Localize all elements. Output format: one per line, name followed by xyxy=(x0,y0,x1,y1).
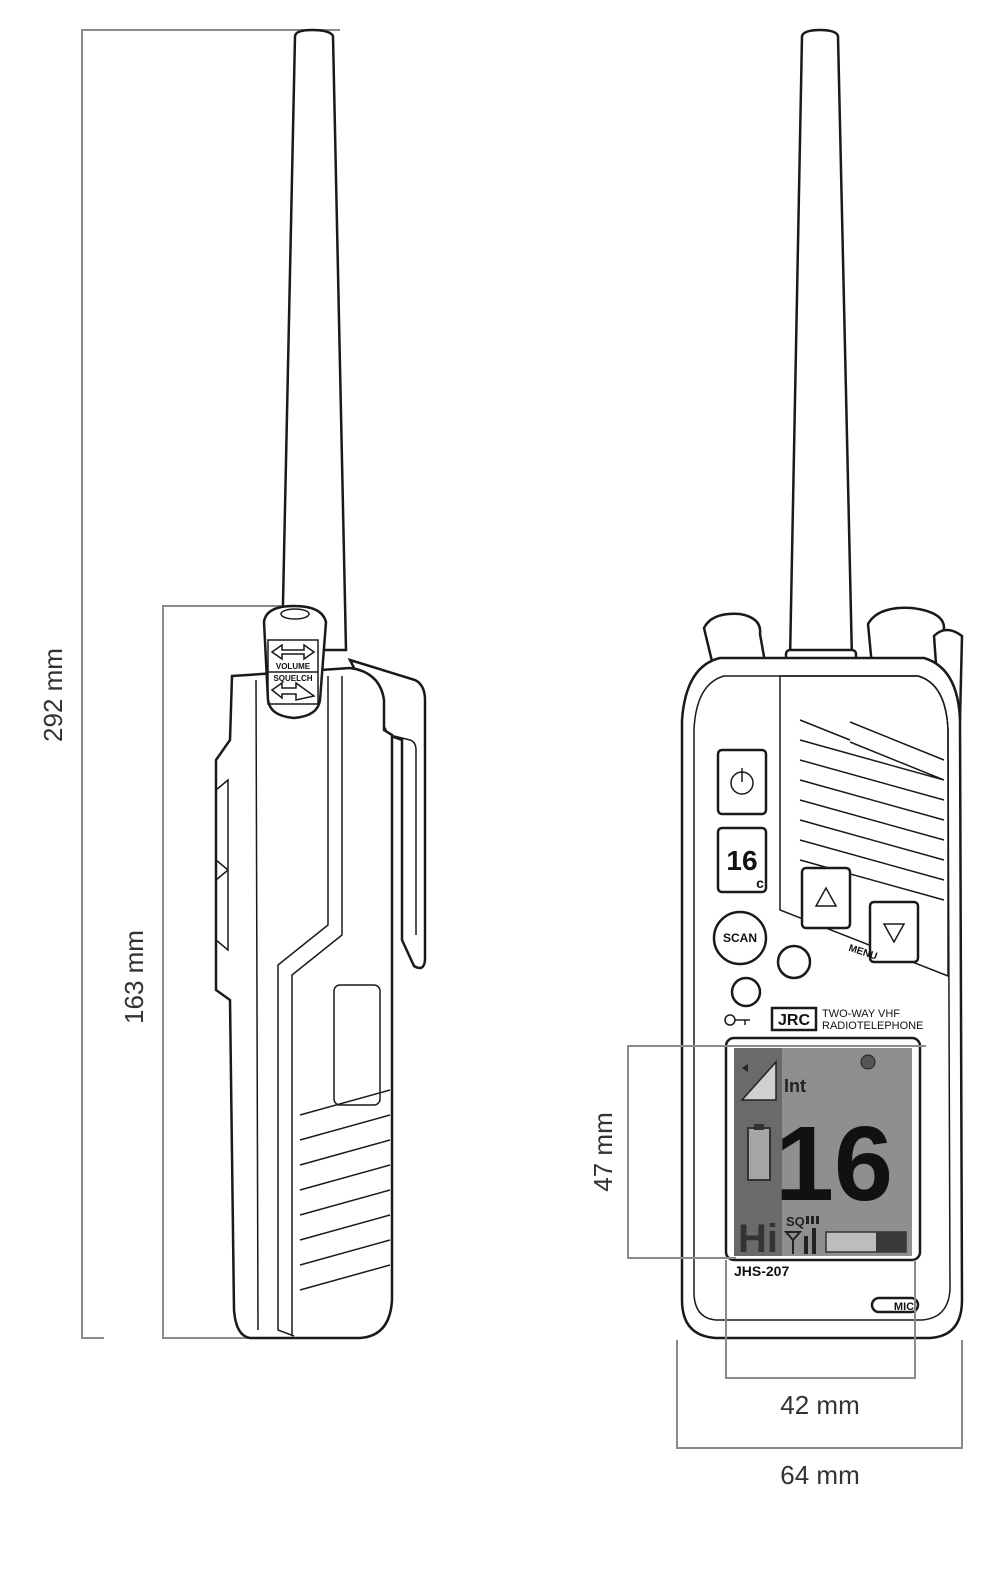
channel-16-button-sub: c xyxy=(756,875,764,891)
down-arrow-icon xyxy=(882,923,906,944)
volume-squelch-knob xyxy=(262,604,328,720)
body-height-dimension-line xyxy=(162,605,290,1339)
front-view: 16 c SCAN MEM MENU JRC TWO-WAY VHF RADIO… xyxy=(588,28,964,1490)
brand-logo: JRC xyxy=(778,1012,810,1029)
display-height-label: 47 mm xyxy=(588,1112,618,1191)
body-width-label: 64 mm xyxy=(780,1460,859,1490)
product-line-2: RADIOTELEPHONE xyxy=(822,1020,923,1032)
up-arrow-icon xyxy=(814,886,838,907)
display-height-dimension-line xyxy=(627,1045,926,1259)
side-grip-pad xyxy=(333,984,381,1106)
mem-button-label: MEM xyxy=(782,958,805,969)
battery-icon xyxy=(747,1127,771,1181)
mic-label-box xyxy=(870,1296,920,1314)
lcd-power: Hi xyxy=(738,1217,778,1261)
brand-logo-box xyxy=(770,1006,818,1032)
side-view: 292 mm 163 mm VOLUME SQUELCH xyxy=(38,28,427,1340)
lcd-antenna-icon xyxy=(783,1231,803,1254)
squelch-label: SQUELCH xyxy=(273,674,312,683)
overall-height-dimension-line xyxy=(81,29,340,1339)
signal-icon xyxy=(740,1060,777,1101)
side-body xyxy=(214,666,394,1340)
key-lock-icon xyxy=(724,1014,750,1026)
mem-button[interactable] xyxy=(776,944,812,980)
down-button[interactable] xyxy=(868,900,920,964)
lcd-status-dot-icon xyxy=(860,1054,876,1070)
scan-button-label: SCAN xyxy=(723,931,757,945)
channel-16-button-label: 16 xyxy=(726,845,757,876)
lcd-mode: Int xyxy=(784,1076,806,1096)
up-button[interactable] xyxy=(800,866,852,930)
speaker-grille xyxy=(799,719,945,901)
volume-label: VOLUME xyxy=(276,662,311,671)
product-line-1: TWO-WAY VHF xyxy=(822,1008,900,1020)
model-label: JHS-207 xyxy=(734,1263,789,1279)
display-width-dimension-line xyxy=(725,1260,916,1379)
lcd-channel: 16 xyxy=(775,1105,893,1223)
lcd-squelch: SQ xyxy=(786,1214,805,1229)
body-width-dimension-line xyxy=(676,1340,963,1449)
side-belt-clip xyxy=(347,657,427,970)
front-antenna xyxy=(788,28,854,662)
overall-height-label: 292 mm xyxy=(38,648,68,742)
side-antenna xyxy=(280,28,348,652)
body-height-label: 163 mm xyxy=(119,930,149,1024)
display-width-label: 42 mm xyxy=(780,1390,859,1420)
channel-16-button[interactable] xyxy=(716,826,768,894)
mic-label: MIC xyxy=(894,1301,914,1313)
speaker-panel xyxy=(779,675,949,978)
